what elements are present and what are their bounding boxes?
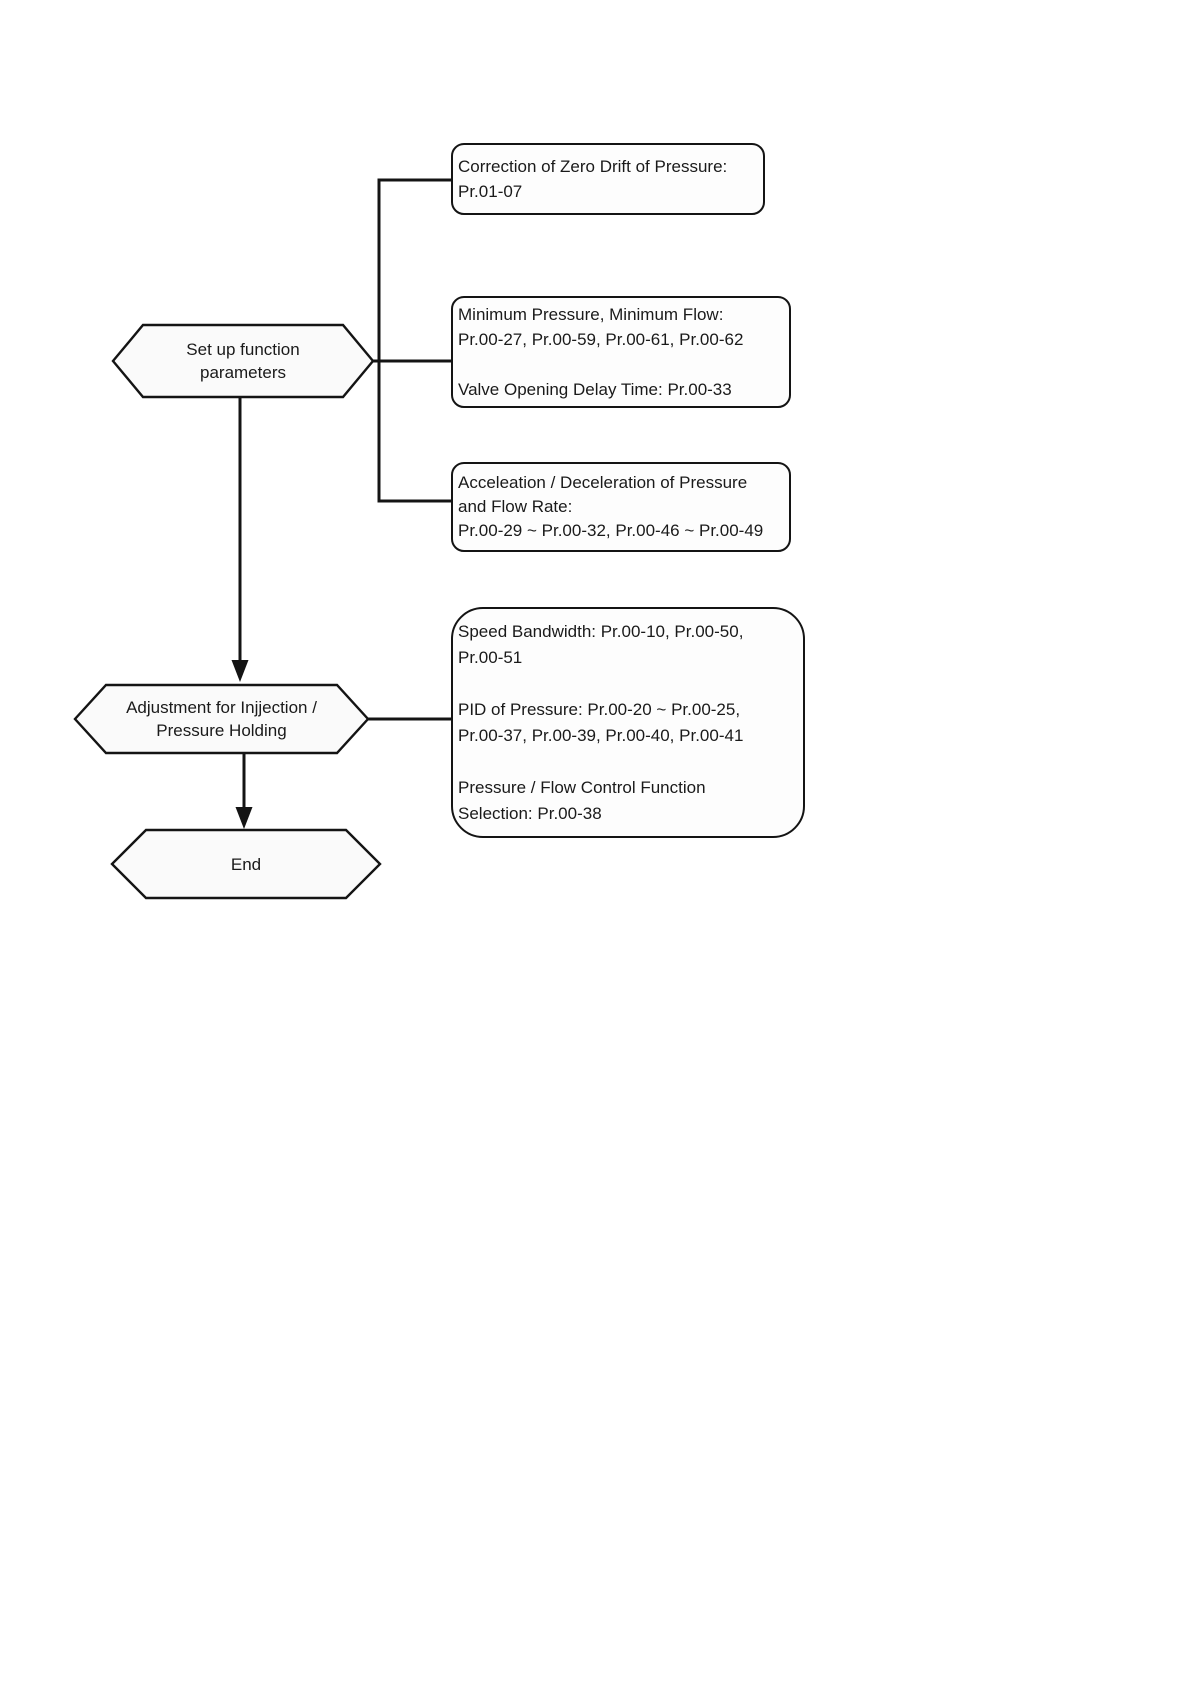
hexagon-shape (110, 828, 382, 900)
arrowhead-adjustment (231, 660, 249, 682)
node-speed-bandwidth-pid: Speed Bandwidth: Pr.00-10, Pr.00-50, Pr.… (451, 607, 805, 838)
hexagon-shape (73, 683, 370, 755)
node-end-label: End (230, 854, 262, 874)
node-minimum-pressure-flow: Minimum Pressure, Minimum Flow: Pr.00-27… (451, 296, 791, 408)
node-set-up-function-parameters: Set up function parameters (111, 323, 375, 399)
node-adjustment-injection-pressure-holding: Adjustment for Injjection / Pressure Hol… (73, 683, 370, 755)
node-accel-decel-pressure-flow-label: Acceleation / Deceleration of Pressure a… (458, 473, 764, 540)
node-accel-decel-pressure-flow: Acceleation / Deceleration of Pressure a… (451, 462, 791, 552)
node-minimum-pressure-flow-label: Minimum Pressure, Minimum Flow: Pr.00-27… (458, 305, 744, 399)
node-correction-of-zero-drift: Correction of Zero Drift of Pressure: Pr… (451, 143, 765, 215)
node-set-up-function-parameters-label: Set up function parameters (186, 340, 300, 382)
node-adjustment-injection-pressure-holding-label: Adjustment for Injjection / Pressure Hol… (126, 698, 317, 740)
arrowhead-end (235, 807, 253, 829)
hexagon-shape (111, 323, 375, 399)
node-correction-of-zero-drift-label: Correction of Zero Drift of Pressure: Pr… (458, 157, 728, 201)
node-end: End (110, 828, 382, 900)
node-speed-bandwidth-pid-label: Speed Bandwidth: Pr.00-10, Pr.00-50, Pr.… (458, 621, 744, 823)
